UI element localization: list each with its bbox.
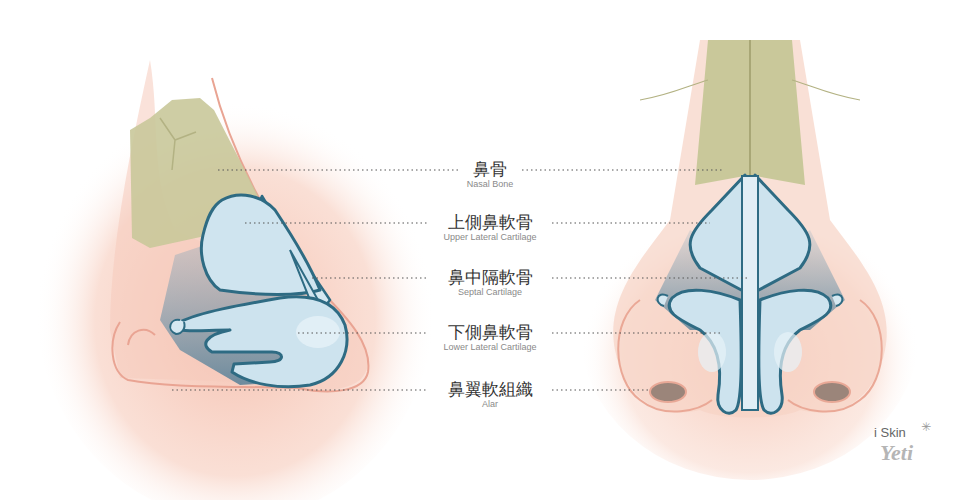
side-view — [35, 60, 435, 500]
part-name: 下側鼻軟骨 — [448, 322, 533, 342]
part-name-en: Alar — [482, 399, 498, 410]
part-name-en: Nasal Bone — [467, 179, 514, 190]
leader-lines — [172, 170, 748, 390]
watermark: Yeti — [880, 440, 913, 466]
part-name: 鼻中隔軟骨 — [448, 267, 533, 287]
watermark: i Skin — [874, 425, 906, 440]
part-name-en: Upper Lateral Cartilage — [443, 232, 536, 243]
part-name: 鼻骨 — [473, 159, 507, 179]
part-name: 鼻翼軟組織 — [448, 379, 533, 399]
part-name: 上側鼻軟骨 — [448, 212, 533, 232]
part-name-en: Lower Lateral Cartilage — [443, 342, 536, 353]
watermark-star: ✳ — [921, 420, 931, 434]
front-view — [580, 40, 920, 480]
part-name-en: Septal Cartilage — [458, 287, 522, 298]
